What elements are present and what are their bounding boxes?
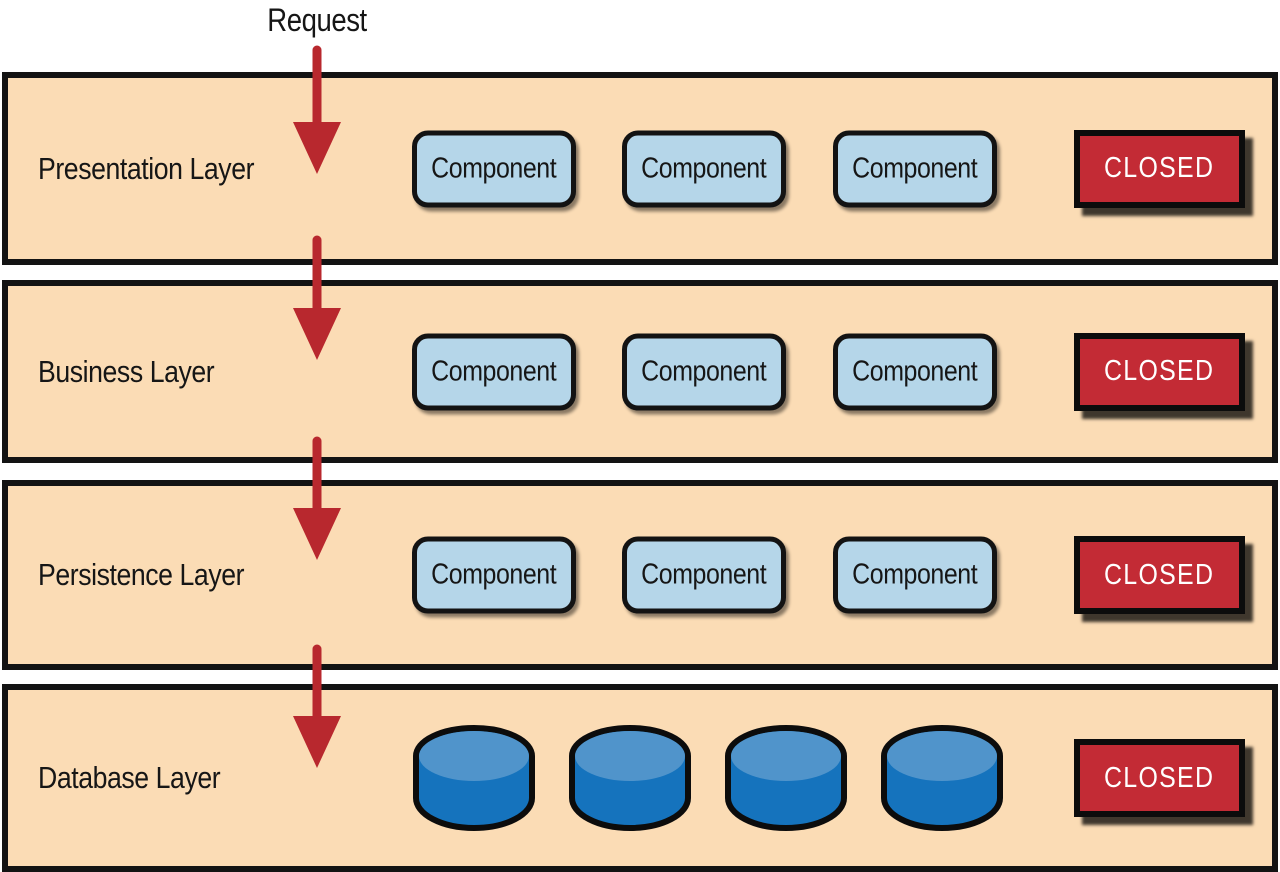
layer-database: Database Layer CLOSED — [2, 684, 1278, 872]
component-label: Component — [431, 355, 557, 387]
component-label: Component — [852, 558, 978, 591]
component-box: Component — [622, 536, 786, 614]
component-box: Component — [622, 130, 786, 207]
closed-badge: CLOSED — [1074, 129, 1245, 208]
component-box: Component — [833, 536, 997, 614]
layer-title: Presentation Layer — [38, 150, 255, 186]
component-box: Component — [833, 333, 997, 410]
database-icon — [413, 725, 535, 831]
database-icon — [725, 725, 847, 831]
component-label: Component — [852, 355, 978, 387]
component-label: Component — [431, 152, 557, 184]
request-label-text: Request — [267, 2, 367, 38]
closed-badge: CLOSED — [1074, 536, 1245, 614]
layer-title: Persistence Layer — [38, 557, 245, 592]
layer-business: Business Layer Component Component Compo… — [2, 280, 1278, 463]
layer-title: Business Layer — [38, 353, 215, 389]
closed-label: CLOSED — [1104, 152, 1215, 184]
database-icon — [881, 725, 1003, 831]
request-label: Request — [259, 2, 375, 39]
component-box: Component — [622, 333, 786, 410]
closed-label: CLOSED — [1104, 355, 1215, 387]
layer-presentation: Presentation Layer Component Component C… — [2, 72, 1278, 265]
component-label: Component — [641, 355, 767, 387]
component-label: Component — [431, 558, 557, 591]
component-box: Component — [412, 536, 576, 614]
closed-label: CLOSED — [1104, 558, 1215, 591]
closed-badge: CLOSED — [1074, 739, 1245, 817]
closed-label: CLOSED — [1104, 761, 1215, 794]
component-box: Component — [412, 333, 576, 410]
component-label: Component — [641, 152, 767, 184]
component-label: Component — [852, 152, 978, 184]
component-box: Component — [412, 130, 576, 207]
database-icon — [569, 725, 691, 831]
closed-badge: CLOSED — [1074, 332, 1245, 411]
component-box: Component — [833, 130, 997, 207]
component-label: Component — [641, 558, 767, 591]
layer-persistence: Persistence Layer Component Component Co… — [2, 480, 1278, 670]
layer-title: Database Layer — [38, 760, 221, 795]
